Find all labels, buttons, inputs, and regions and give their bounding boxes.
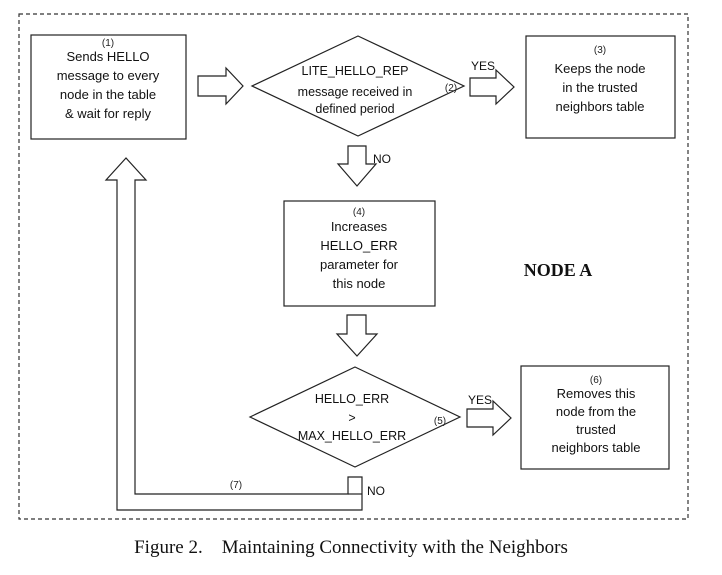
step-4-number: (4) <box>353 207 365 218</box>
step-3-line-1: Keeps the node <box>554 61 645 76</box>
step-1-line-2: message to every <box>57 68 160 83</box>
step-5-line-1: HELLO_ERR <box>315 392 389 406</box>
no-label-1: NO <box>373 152 391 166</box>
step-6-box <box>520 365 670 470</box>
node-a-label: NODE A <box>524 260 593 280</box>
arrow-4-to-5 <box>335 314 379 357</box>
arrow-1-to-2 <box>197 66 244 106</box>
node-a-frame <box>18 13 689 520</box>
step-4-line-2: HELLO_ERR <box>320 238 397 253</box>
step-3-line-2: in the trusted <box>562 80 637 95</box>
step-2-number: (2) <box>445 83 457 94</box>
step-1-line-3: node in the table <box>60 87 156 102</box>
step-5-line-2: > <box>348 411 355 425</box>
step-4-line-4: this node <box>333 276 386 291</box>
step-6-line-3: trusted <box>576 422 616 437</box>
step-5-decision <box>248 366 462 468</box>
step-2-line-1: LITE_HELLO_REP <box>302 64 409 78</box>
yes-label-1: YES <box>471 59 495 73</box>
arrow-5-loop-to-1 <box>104 157 363 511</box>
step-4-line-1: Increases <box>331 219 388 234</box>
step-6-line-4: neighbors table <box>552 440 641 455</box>
arrow-2-to-4 <box>336 145 378 187</box>
step-1-number: (1) <box>102 38 114 49</box>
step-2-line-2: message received in <box>298 85 413 99</box>
step-5-line-3: MAX_HELLO_ERR <box>298 429 406 443</box>
arrow-5-to-6 <box>466 399 512 437</box>
step-3-line-3: neighbors table <box>556 99 645 114</box>
step-4-line-3: parameter for <box>320 257 399 272</box>
step-3-number: (3) <box>594 45 606 56</box>
step-7-number: (7) <box>230 480 242 491</box>
step-4-box <box>283 200 436 307</box>
step-1-line-1: Sends HELLO <box>66 49 149 64</box>
step-6-line-1: Removes this <box>557 386 636 401</box>
arrow-2-to-3 <box>469 68 515 106</box>
figure-caption: Figure 2. Maintaining Connectivity with … <box>134 537 568 558</box>
step-2-line-3: defined period <box>315 102 394 116</box>
step-2-decision <box>250 35 466 137</box>
step-3-box <box>525 35 676 139</box>
step-6-number: (6) <box>590 375 602 386</box>
step-1-line-4: & wait for reply <box>65 106 151 121</box>
step-5-number: (5) <box>434 416 446 427</box>
step-1-box <box>30 34 187 140</box>
yes-label-2: YES <box>468 393 492 407</box>
step-6-line-2: node from the <box>556 404 636 419</box>
no-label-2: NO <box>367 484 385 498</box>
